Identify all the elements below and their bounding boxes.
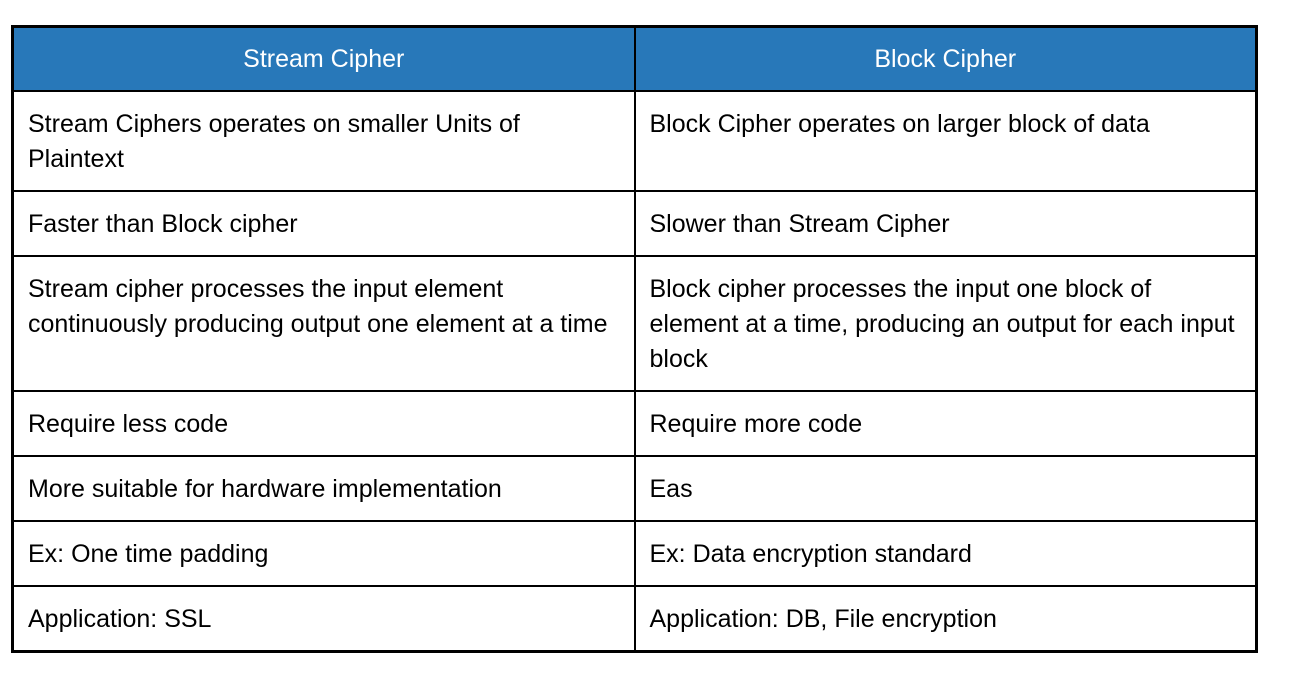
table-row: Ex: One time padding Ex: Data encryption… [11,520,1258,587]
table-row: Stream Ciphers operates on smaller Units… [11,90,1258,192]
comparison-table-container: Stream Cipher Block Cipher Stream Cipher… [11,25,1258,653]
header-row: Stream Cipher Block Cipher [11,25,1258,92]
stream-cipher-cell: Application: SSL [11,585,636,653]
cipher-comparison-table: Stream Cipher Block Cipher Stream Cipher… [11,25,1258,653]
table-row: More suitable for hardware implementatio… [11,455,1258,522]
block-cipher-cell: Application: DB, File encryption [633,585,1258,653]
stream-cipher-cell: More suitable for hardware implementatio… [11,455,636,522]
block-cipher-cell: Require more code [633,390,1258,457]
table-row: Require less code Require more code [11,390,1258,457]
stream-cipher-cell: Faster than Block cipher [11,190,636,257]
stream-cipher-cell: Stream cipher processes the input elemen… [11,255,636,392]
stream-cipher-cell: Stream Ciphers operates on smaller Units… [11,90,636,192]
table-row: Stream cipher processes the input elemen… [11,255,1258,392]
stream-cipher-cell: Require less code [11,390,636,457]
block-cipher-cell: Block Cipher operates on larger block of… [633,90,1258,192]
column-header-block-cipher: Block Cipher [633,25,1258,92]
block-cipher-cell: Block cipher processes the input one blo… [633,255,1258,392]
table-row: Application: SSL Application: DB, File e… [11,585,1258,653]
block-cipher-cell: Ex: Data encryption standard [633,520,1258,587]
table-row: Faster than Block cipher Slower than Str… [11,190,1258,257]
block-cipher-cell: Eas [633,455,1258,522]
column-header-stream-cipher: Stream Cipher [11,25,636,92]
stream-cipher-cell: Ex: One time padding [11,520,636,587]
block-cipher-cell: Slower than Stream Cipher [633,190,1258,257]
